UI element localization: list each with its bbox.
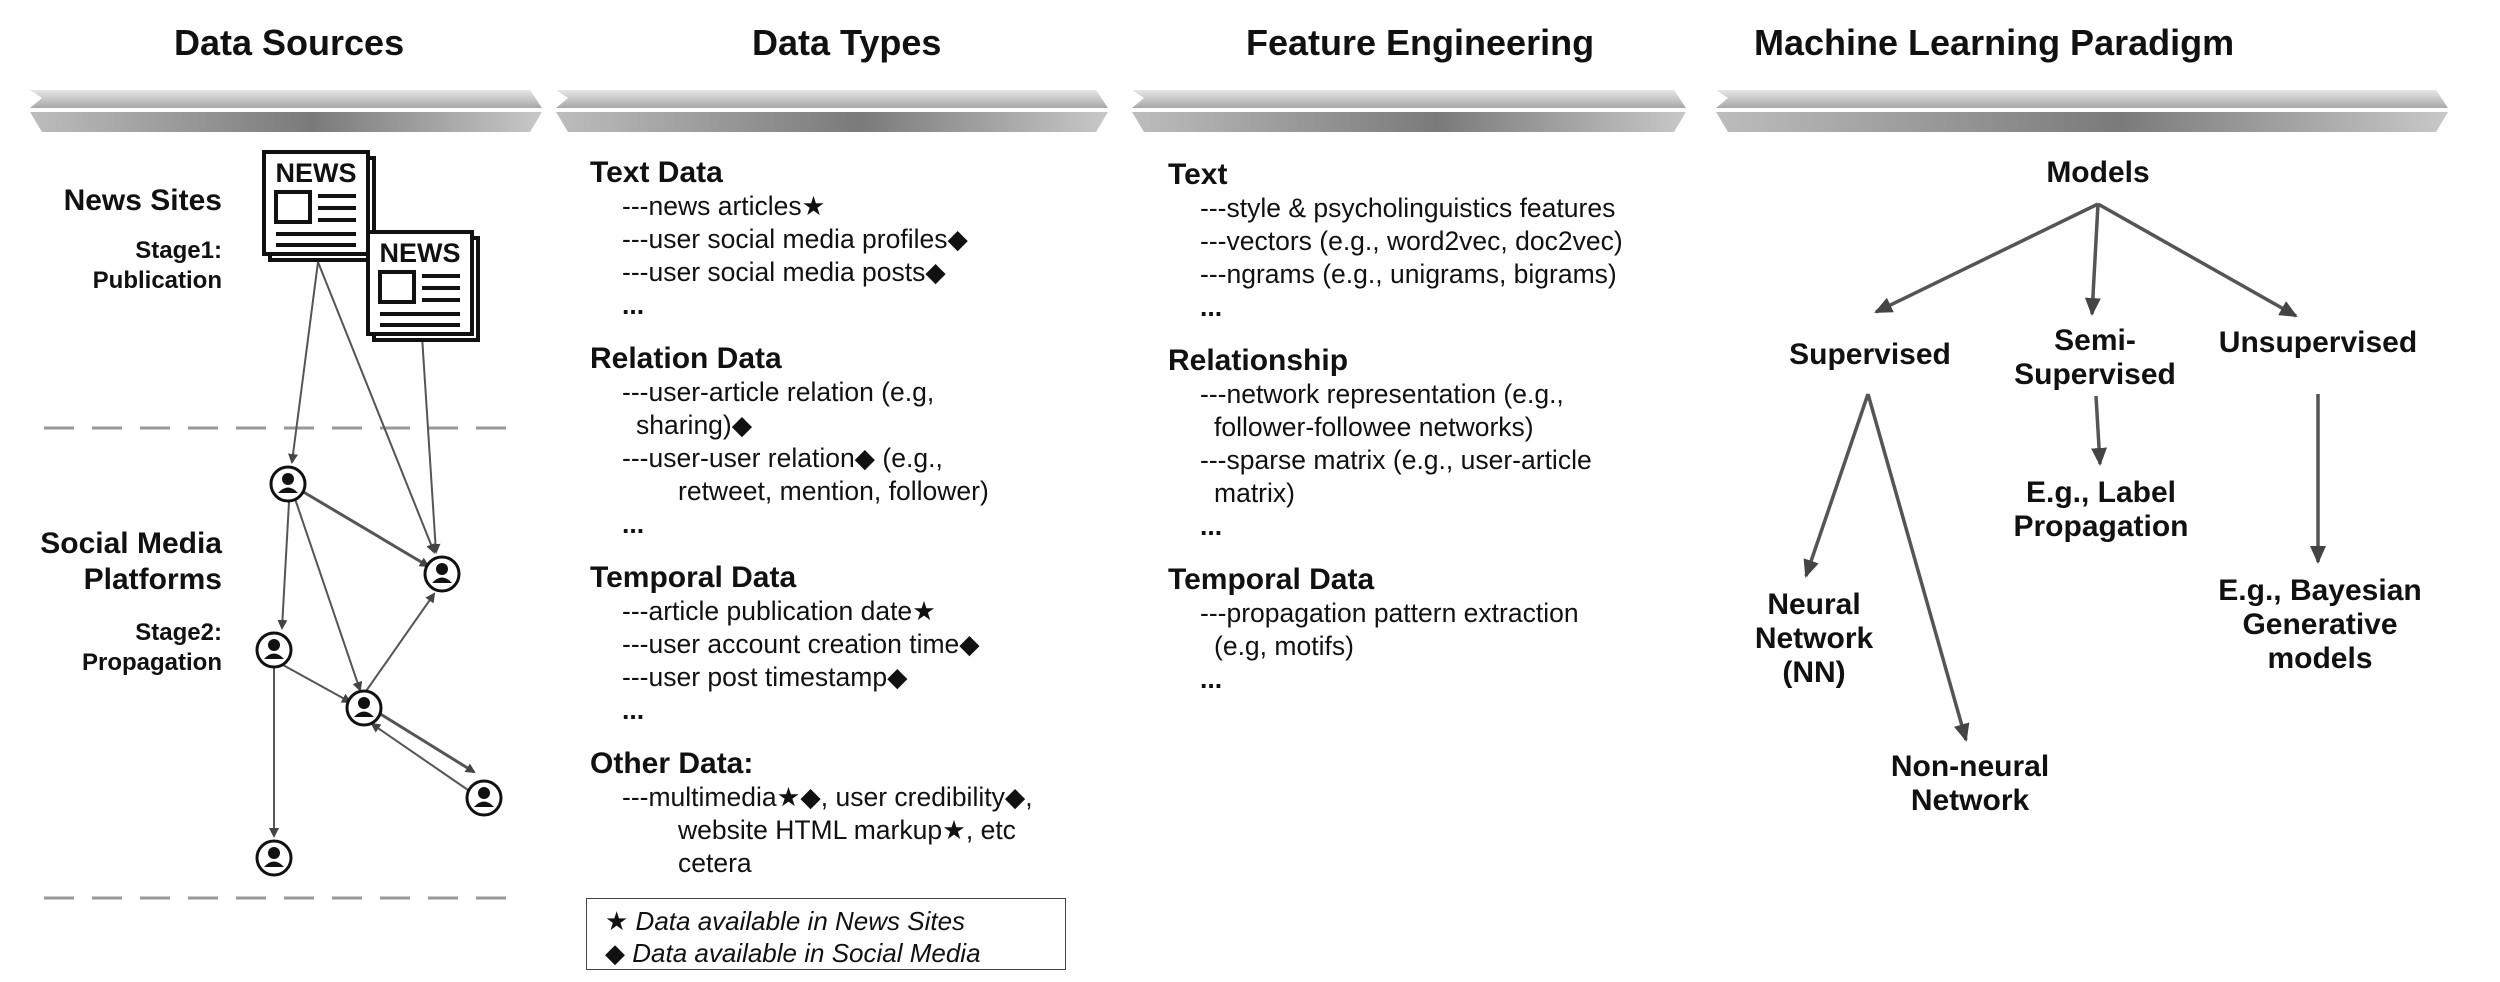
feature-engineering-list: Text ---style & psycholinguistics featur… — [1168, 158, 1623, 696]
list-item: ---user social media posts◆ — [622, 257, 946, 287]
ribbon-ml-paradigm — [1716, 90, 2448, 132]
user-icon — [345, 689, 383, 727]
semi-supervised-node: Semi- Supervised — [2014, 324, 2176, 391]
models-node: Models — [2046, 156, 2150, 189]
list-item: ... — [622, 509, 645, 539]
list-item: ... — [1200, 292, 1223, 322]
fe-temporal-title: Temporal Data — [1168, 563, 1375, 596]
list-item: (e.g, motifs) — [1214, 631, 1354, 661]
list-item: retweet, mention, follower) — [678, 476, 989, 506]
column-title-ml-paradigm: Machine Learning Paradigm — [1754, 22, 2235, 63]
column-title-data-types: Data Types — [752, 22, 942, 63]
list-item: ---sparse matrix (e.g., user-article — [1200, 445, 1592, 475]
unsupervised-node: Unsupervised — [2218, 326, 2418, 359]
list-item: ---article publication date★ — [622, 596, 936, 626]
list-item: matrix) — [1214, 478, 1295, 508]
arrow-semi-labelprop — [2091, 395, 2108, 466]
list-item: ... — [622, 290, 645, 320]
non-neural-network-node: Non-neural Network — [1890, 750, 2050, 817]
ribbon-data-sources — [30, 90, 542, 132]
stage1-label: Stage1: Publication — [92, 237, 222, 294]
newspaper-icon: NEWS — [366, 230, 480, 342]
user-icon — [255, 631, 293, 669]
list-item: ... — [1200, 511, 1223, 541]
user-icon — [423, 555, 461, 593]
list-item: ---propagation pattern extraction — [1200, 598, 1579, 628]
list-item: website HTML markup★, etc — [678, 815, 1016, 845]
text-data-title: Text Data — [590, 156, 723, 189]
data-sources-graphics: NEWS NEWS — [44, 150, 516, 900]
list-item: ---user social media profiles◆ — [622, 224, 968, 254]
user-icon — [269, 465, 307, 503]
ribbon-feature-engineering — [1132, 90, 1686, 132]
arrow-supervised-nonneural — [1866, 393, 1970, 742]
label-propagation-node: E.g., Label Propagation — [2013, 476, 2189, 543]
list-item: cetera — [678, 848, 752, 878]
propagation-edges — [269, 261, 476, 838]
fe-relationship-title: Relationship — [1168, 344, 1349, 377]
user-icon — [255, 839, 293, 877]
data-types-list: Text Data ---news articles★ ---user soci… — [590, 156, 1033, 880]
column-title-feature-engineering: Feature Engineering — [1246, 22, 1595, 63]
list-item: ---vectors (e.g., word2vec, doc2vec) — [1200, 226, 1623, 256]
list-item: ---user-article relation (e.g, — [622, 377, 935, 407]
list-item: ---ngrams (e.g., unigrams, bigrams) — [1200, 259, 1617, 289]
list-item: ---style & psycholinguistics features — [1200, 193, 1616, 223]
svg-text:NEWS: NEWS — [380, 238, 461, 268]
arrow-models-semisupervised — [2084, 203, 2101, 316]
list-item: sharing)◆ — [636, 410, 753, 440]
other-data-title: Other Data: — [590, 747, 754, 780]
relation-data-title: Relation Data — [590, 342, 782, 375]
header-ribbons — [30, 90, 2448, 132]
neural-network-node: Neural Network (NN) — [1754, 588, 1874, 689]
ml-tree-arrows — [1803, 202, 2326, 742]
list-item: follower-followee networks) — [1214, 412, 1534, 442]
legend-social-media: ◆ Data available in Social Media — [605, 938, 981, 968]
user-icon — [465, 779, 503, 817]
arrow-supervised-nn — [1803, 393, 1870, 578]
social-media-platforms-label: Social Media Platforms — [40, 527, 222, 596]
list-item: ---news articles★ — [622, 191, 826, 221]
list-item: ---user account creation time◆ — [622, 629, 980, 659]
svg-text:NEWS: NEWS — [276, 158, 357, 188]
list-item: ---multimedia★◆, user credibility◆, — [622, 782, 1033, 812]
legend-box: ★ Data available in News Sites ◆ Data av… — [586, 898, 1066, 970]
list-item: ---user-user relation◆ (e.g., — [622, 443, 943, 473]
stage2-label: Stage2: Propagation — [81, 619, 222, 676]
fe-text-title: Text — [1168, 158, 1228, 191]
newspaper-icon: NEWS — [262, 150, 376, 262]
list-item: ---user post timestamp◆ — [622, 662, 908, 692]
legend-news-sites: ★ Data available in News Sites — [605, 906, 966, 936]
arrow-models-supervised — [1874, 202, 2099, 314]
supervised-node: Supervised — [1789, 338, 1951, 371]
ribbon-data-types — [556, 90, 1108, 132]
arrow-models-unsupervised — [2097, 202, 2298, 318]
news-sites-label: News Sites — [63, 184, 222, 217]
column-title-data-sources: Data Sources — [174, 22, 405, 63]
list-item: ... — [1200, 664, 1223, 694]
list-item: ... — [622, 695, 645, 725]
temporal-data-title: Temporal Data — [590, 561, 797, 594]
bayesian-generative-node: E.g., Bayesian Generative models — [2218, 574, 2422, 675]
list-item: ---network representation (e.g., — [1200, 379, 1564, 409]
user-icons — [255, 465, 503, 877]
